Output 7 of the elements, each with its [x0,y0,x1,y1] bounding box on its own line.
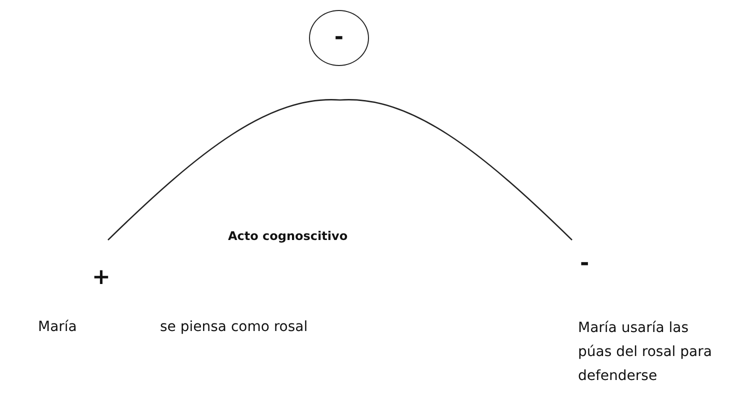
plus-sign: + [92,266,110,290]
consequence-text: María usaría las púas del rosal para defenderse [578,319,713,386]
minus-sign: - [580,252,590,276]
subject-label: María [38,318,77,337]
sign-circle: - [309,10,369,66]
concept-label: Acto cognoscitivo [228,228,348,244]
predicate-label: se piensa como rosal [160,318,308,337]
